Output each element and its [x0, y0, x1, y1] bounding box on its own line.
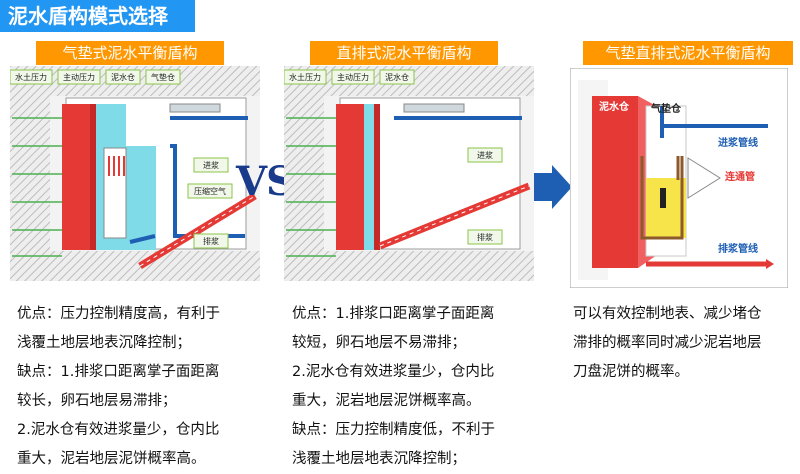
desc-line: 滞排的概率同时减少泥岩地层 — [573, 335, 762, 351]
panel-title-air-cushion: 气垫式泥水平衡盾构 — [36, 41, 224, 65]
panel-title-direct-discharge: 直排式泥水平衡盾构 — [310, 41, 498, 65]
diagram-air-cushion-direct: 泥水仓 气垫仓 进浆管线 连通管 排浆管线 — [569, 67, 789, 289]
desc-line: 可以有效控制地表、减少堵仓 — [573, 306, 762, 322]
desc-line: 2.泥水仓有效进浆量少，仓内比 — [292, 364, 495, 380]
desc-line: 优点：1.排浆口距离掌子面距离 — [292, 306, 495, 322]
label-slurry-chamber: 泥水仓 — [385, 72, 409, 82]
desc-line: 浅覆土地层地表沉降控制； — [292, 451, 466, 467]
description-direct-discharge: 优点：1.排浆口距离掌子面距离 较短，卵石地层不易滞排； 2.泥水仓有效进浆量少… — [292, 300, 554, 474]
label-compressed-air: 压缩空气 — [194, 186, 226, 196]
label-slurry-chamber: 泥水仓 — [599, 100, 630, 113]
label-discharge: 排浆 — [477, 232, 493, 242]
label-active-pressure: 主动压力 — [63, 72, 95, 82]
desc-line: 浅覆土地层地表沉降控制； — [17, 335, 191, 351]
diagram-air-cushion: 水土压力 主动压力 泥水仓 气垫仓 进浆 压缩空气 排浆 — [9, 66, 260, 281]
label-connect-pipe: 连通管 — [725, 170, 755, 183]
label-feed: 进浆 — [203, 160, 219, 170]
desc-line: 刀盘泥饼的概率。 — [573, 364, 689, 380]
label-discharge: 排浆 — [203, 236, 219, 246]
description-air-cushion: 优点：压力控制精度高，有利于 浅覆土地层地表沉降控制； 缺点：1.排浆口距离掌子… — [17, 300, 277, 474]
page-title: 泥水盾构模式选择 — [0, 0, 195, 32]
desc-line: 重大，泥岩地层泥饼概率高。 — [292, 393, 481, 409]
label-air-chamber: 气垫仓 — [151, 72, 175, 82]
desc-line: 优点：压力控制精度高，有利于 — [17, 306, 220, 322]
desc-line: 2.泥水仓有效进浆量少，仓内比 — [17, 422, 220, 438]
label-water-pressure: 水土压力 — [15, 72, 47, 82]
desc-line: 较长，卵石地层易滞排； — [17, 393, 177, 409]
desc-line: 缺点：1.排浆口距离掌子面距离 — [17, 364, 220, 380]
label-air-chamber: 气垫仓 — [650, 102, 682, 115]
desc-line: 缺点：压力控制精度低，不利于 — [292, 422, 495, 438]
panel-title-air-cushion-direct: 气垫直排式泥水平衡盾构 — [583, 41, 793, 65]
label-feed: 进浆 — [477, 150, 493, 160]
label-feed-pipe: 进浆管线 — [718, 136, 758, 149]
label-water-pressure: 水土压力 — [289, 72, 321, 82]
desc-line: 较短，卵石地层不易滞排； — [292, 335, 466, 351]
arrow-right-icon — [534, 165, 574, 213]
diagram-direct-discharge: 水土压力 主动压力 泥水仓 进浆 排浆 — [283, 66, 534, 281]
desc-line: 重大，泥岩地层泥饼概率高。 — [17, 451, 206, 467]
label-active-pressure: 主动压力 — [337, 72, 369, 82]
label-discharge-pipe: 排浆管线 — [718, 242, 758, 255]
label-slurry-chamber: 泥水仓 — [111, 72, 135, 82]
description-air-cushion-direct: 可以有效控制地表、减少堵仓 滞排的概率同时减少泥岩地层 刀盘泥饼的概率。 — [573, 300, 795, 387]
